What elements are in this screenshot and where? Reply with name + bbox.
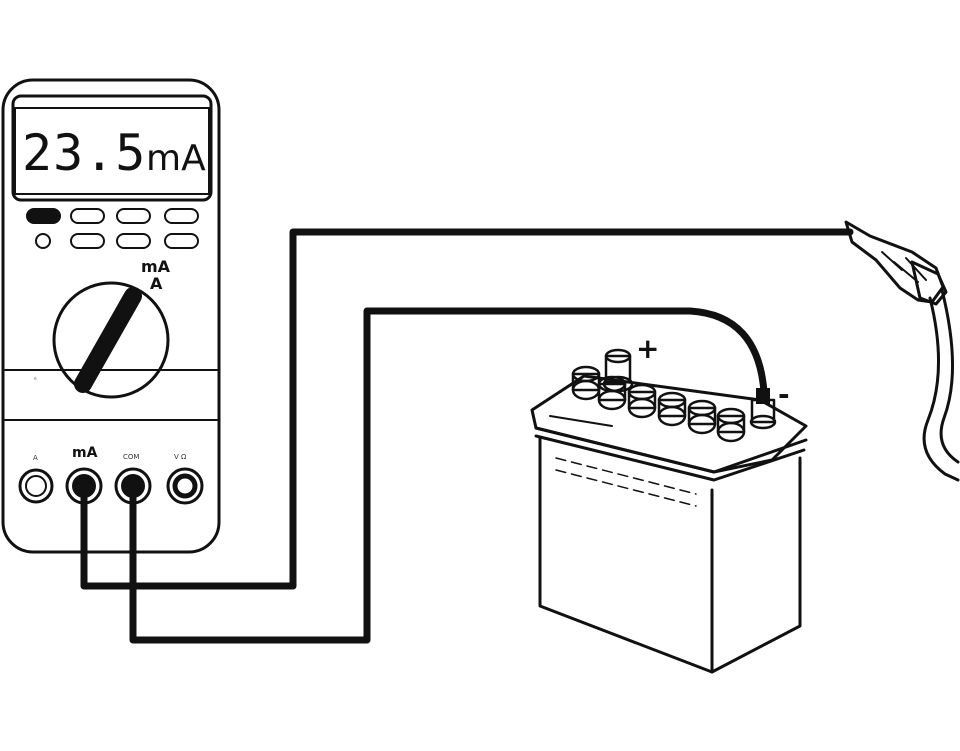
jack-label-ma: mA: [72, 445, 98, 461]
wire-to-battery-negative: [129, 307, 768, 644]
battery-front-mark: [555, 457, 697, 507]
battery-front: [538, 436, 714, 674]
dial-label-ma: mA: [141, 257, 171, 276]
wire-to-ground-clamp: [80, 228, 854, 590]
function-button-2[interactable]: [70, 208, 105, 224]
display-reading: 23.5: [22, 124, 146, 182]
jack-volt[interactable]: [166, 467, 204, 505]
negative-probe-clip: [756, 388, 770, 404]
function-button-6[interactable]: [116, 233, 151, 249]
cell-cap-3: [627, 383, 657, 419]
car-battery: + -: [530, 332, 808, 674]
cell-cap-5: [687, 399, 717, 435]
multimeter: 23.5 mA mA A ᵉ A mA COM V Ω: [1, 78, 221, 554]
function-button-3[interactable]: [116, 208, 151, 224]
battery-cable-outer: [922, 296, 960, 482]
function-button-1[interactable]: [26, 208, 61, 224]
jack-label-com: COM: [123, 453, 139, 461]
plug-com: [121, 474, 145, 498]
multimeter-display-screen: [14, 107, 210, 195]
positive-terminal-symbol: +: [636, 332, 659, 365]
cell-cap-1: [571, 365, 601, 401]
battery-side: [710, 456, 802, 674]
negative-terminal-symbol: -: [778, 378, 790, 411]
jack-a[interactable]: [18, 468, 54, 504]
panel-small-mark: ᵉ: [34, 376, 37, 384]
cell-cap-4: [657, 391, 687, 427]
jack-com[interactable]: [114, 467, 152, 505]
rotary-dial[interactable]: [52, 281, 170, 399]
function-button-4[interactable]: [164, 208, 199, 224]
dial-pointer-tip: [129, 290, 139, 300]
clamp-detail: [881, 251, 927, 283]
dial-label-a: A: [150, 274, 163, 293]
jack-ma[interactable]: [65, 467, 103, 505]
battery-lid-rim: [534, 426, 808, 482]
jack-label-volt: V Ω: [174, 453, 187, 461]
cell-cap-2: [597, 375, 627, 411]
ground-clamp: [844, 220, 960, 482]
clamp-handle: [910, 260, 948, 306]
battery-cable-inner: [939, 288, 960, 464]
dial-pointer: [74, 287, 142, 393]
function-button-5[interactable]: [70, 233, 105, 249]
jack-label-a: A: [33, 454, 38, 462]
power-button[interactable]: [35, 233, 51, 249]
battery-top-groove: [549, 415, 613, 427]
multimeter-body: [1, 78, 221, 554]
cell-cap-6: [716, 407, 746, 443]
cell-caps: [571, 348, 746, 443]
display-unit: mA: [146, 138, 206, 179]
negative-terminal: [749, 388, 777, 430]
function-button-7[interactable]: [164, 233, 199, 249]
plug-ma: [72, 474, 96, 498]
multimeter-display-frame: [11, 94, 213, 202]
